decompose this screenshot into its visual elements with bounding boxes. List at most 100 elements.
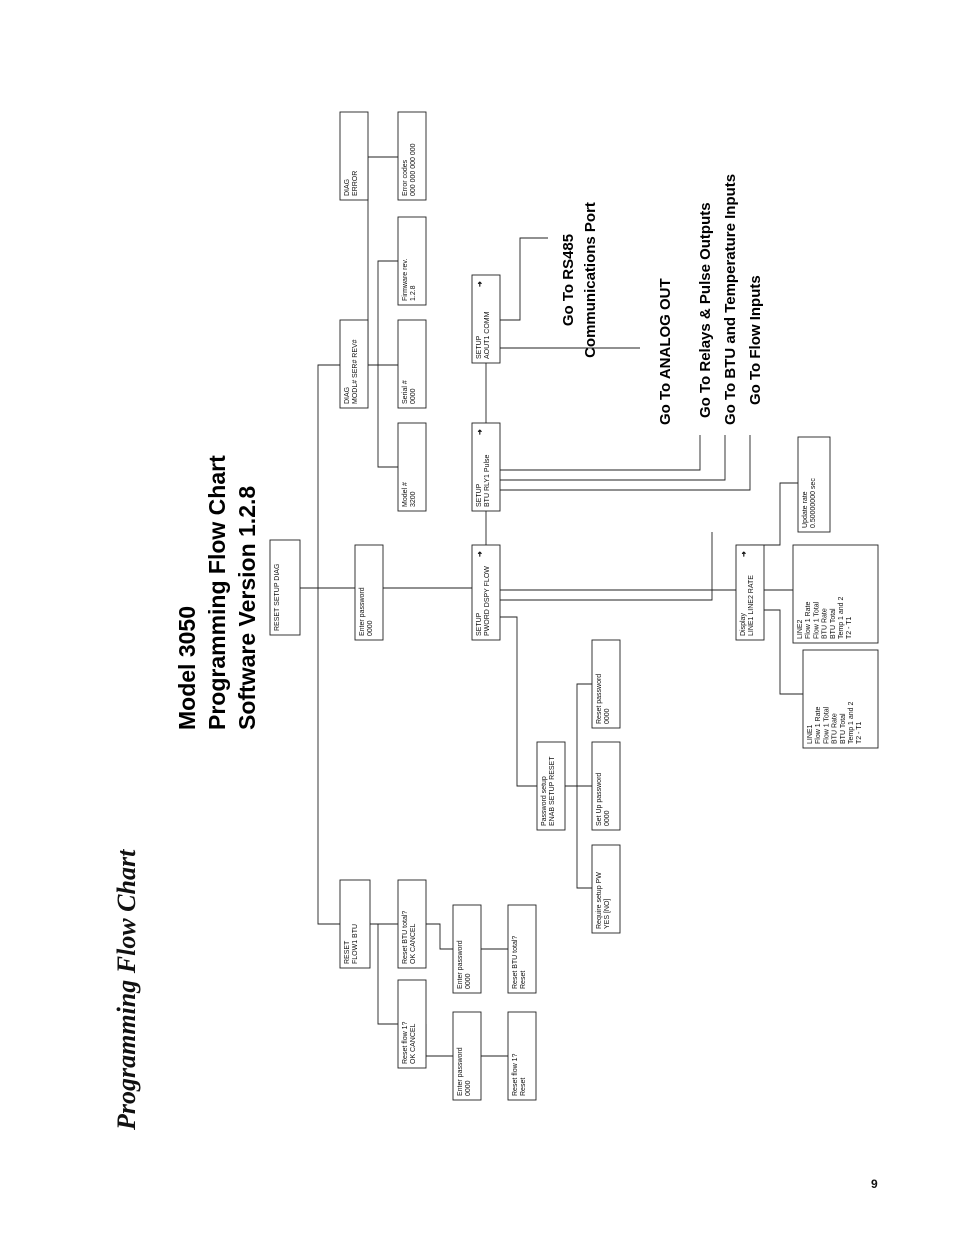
connector-line: [500, 435, 701, 471]
password-setup-box-line-2: ENAB SETUP RESET: [549, 756, 556, 826]
require-setup-pw-box-border: [591, 844, 621, 934]
setup-btu-box-line-1: SETUP: [476, 483, 483, 507]
error-codes-box-line-2: 000 000 000 000: [410, 143, 417, 196]
enter-password-btu-box-line-1: Enter password: [457, 940, 464, 989]
destination-flow-inputs: Go To Flow Inputs: [747, 275, 764, 405]
right-arrow-icon: ➜: [477, 281, 484, 287]
password-setup-box-line-1: Password setup: [541, 776, 548, 826]
line2-options-box-line-7: T2 - T1: [846, 616, 853, 639]
diag-error-box-border: [339, 111, 369, 201]
setup-btu-box-line-2: BTU RLY1 Pulse: [484, 455, 491, 507]
model-number-box-line-1: Model #: [402, 482, 409, 507]
model-number-box-line-2: 3200: [410, 491, 417, 507]
connector-line: [576, 683, 592, 786]
enter-password-flow1-box-line-1: Enter password: [457, 1047, 464, 1096]
reset-btu-confirm-box-border: [397, 879, 427, 969]
connector-line: [565, 785, 592, 889]
reset-btu-confirm-box: Reset BTU total?OK CANCEL: [397, 879, 427, 969]
reset-flow1-confirm-box-border: [397, 979, 427, 1069]
line2-options-box-line-1: LINE2: [797, 619, 804, 639]
connector-line: [317, 588, 340, 925]
diag-menu-box-line-1: DIAG: [344, 387, 351, 404]
right-arrow-icon: ➜: [477, 551, 484, 557]
connector-line: [764, 609, 803, 695]
destination-rs485-line-2: Communications Port: [582, 202, 599, 358]
reset-btu-done-box-line-1: Reset BTU total?: [512, 936, 519, 989]
firmware-rev-box-border: [397, 216, 427, 306]
connector-line: [425, 1024, 453, 1057]
right-arrow-icon: ➜: [741, 551, 748, 557]
error-codes-box-line-1: Error codes: [402, 159, 409, 196]
reset-btu-done-box-border: [507, 904, 537, 994]
enter-password-setup-box-line-1: Enter password: [359, 587, 366, 636]
diag-menu-box-border: [339, 319, 369, 409]
connector-line: [500, 532, 713, 601]
require-setup-pw-box-line-1: Require setup PW: [596, 872, 603, 929]
serial-number-box-line-1: Serial #: [402, 380, 409, 404]
setup-pword-box-line-1: SETUP: [476, 612, 483, 636]
line1-options-box-line-1: LINE1: [807, 724, 814, 744]
firmware-rev-box-line-2: 1.2.8: [410, 285, 417, 301]
reset-password-box-line-2: 0000: [604, 708, 611, 724]
reset-flow1-done-box-border: [507, 1011, 537, 1101]
chart-title-line-2: Programming Flow Chart: [204, 455, 230, 730]
setup-pword-box-line-2: PWORD DSPY FLOW: [484, 566, 491, 636]
connector-line: [370, 923, 398, 1025]
line2-options-box-border: [792, 544, 879, 644]
reset-btu-done-box-line-2: Reset: [520, 971, 527, 989]
reset-flow1-confirm-box: Reset flow 1?OK CANCEL: [397, 979, 427, 1069]
model-number-box: Model #3200: [397, 422, 427, 512]
connector-line: [500, 616, 537, 787]
reset-setup-diag-box-border: [269, 539, 301, 636]
password-setup-box-border: [536, 741, 566, 831]
reset-btu-done-box: Reset BTU total?Reset: [507, 904, 537, 994]
update-rate-box-line-2: 0.50000000 sec: [810, 478, 817, 528]
line1-options-box-line-6: Temp 1 and 2: [848, 701, 855, 744]
serial-number-box-line-2: 0000: [410, 388, 417, 404]
reset-btu-confirm-box-line-2: OK CANCEL: [410, 923, 417, 964]
set-up-password-box-line-1: Set Up password: [596, 773, 603, 826]
setup-aout-box-border: [471, 274, 501, 364]
right-arrow-icon: ➜: [477, 429, 484, 435]
connector-line: [500, 435, 751, 491]
destination-btu-temp: Go To BTU and Temperature Inputs: [722, 174, 739, 425]
connector-line: [500, 435, 726, 481]
enter-password-flow1-box-border: [452, 1011, 482, 1101]
page-number: 9: [871, 1177, 878, 1191]
connector-line: [750, 482, 798, 546]
reset-setup-diag-box: RESET SETUP DIAG: [269, 539, 301, 636]
diag-error-box-line-2: ERROR: [352, 171, 359, 196]
destination-relays: Go To Relays & Pulse Outputs: [697, 202, 714, 418]
destination-relays-label: Go To Relays & Pulse Outputs: [697, 202, 714, 418]
display-menu-box-line-2: LINE1 LINE2 RATE: [748, 575, 755, 636]
serial-number-box: Serial #0000: [397, 319, 427, 409]
chart-title-line-1: Model 3050: [174, 606, 200, 730]
destination-btu-temp-label: Go To BTU and Temperature Inputs: [722, 174, 739, 425]
update-rate-box-border: [797, 436, 831, 533]
setup-btu-box-border: [471, 422, 501, 512]
line2-options-box-line-6: Temp 1 and 2: [838, 596, 845, 639]
line1-options-box-line-2: Flow 1 Rate: [815, 707, 822, 744]
reset-flow1-done-box-line-1: Reset flow 1?: [512, 1053, 519, 1096]
connector-line: [500, 237, 548, 321]
reset-btu-confirm-box-line-1: Reset BTU total?: [402, 911, 409, 964]
enter-password-btu-box-border: [452, 904, 482, 994]
setup-aout-box-line-1: SETUP: [476, 335, 483, 359]
diag-error-box-line-1: DIAG: [344, 179, 351, 196]
firmware-rev-box: Firmware rev.1.2.8: [397, 216, 427, 306]
connector-line: [426, 923, 453, 950]
